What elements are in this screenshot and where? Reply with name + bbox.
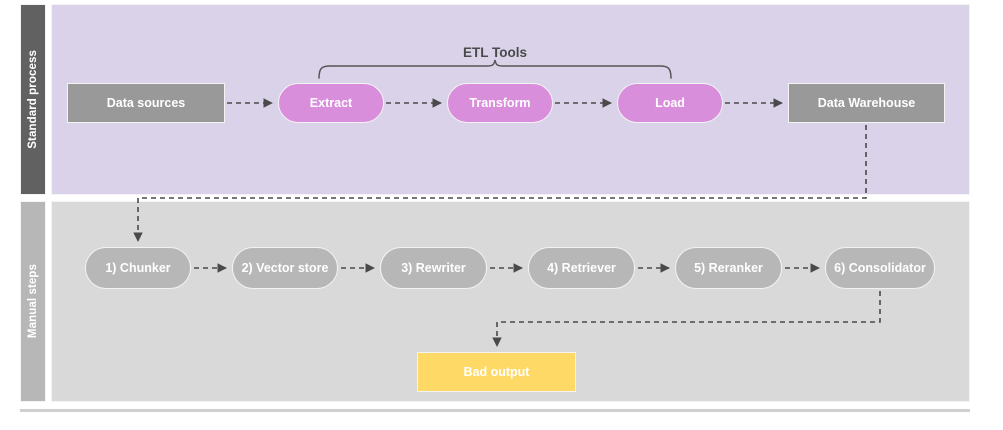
node-reranker[interactable]: 5) Reranker bbox=[675, 247, 782, 289]
node-rewriter[interactable]: 3) Rewriter bbox=[380, 247, 487, 289]
node-data-warehouse[interactable]: Data Warehouse bbox=[788, 83, 945, 123]
node-retriever[interactable]: 4) Retriever bbox=[528, 247, 635, 289]
swimlane-label-standard-process-text: Standard process bbox=[27, 50, 39, 149]
node-load[interactable]: Load bbox=[617, 83, 723, 123]
node-transform[interactable]: Transform bbox=[447, 83, 553, 123]
node-consolidator[interactable]: 6) Consolidator bbox=[825, 247, 935, 289]
bottom-divider bbox=[20, 409, 970, 412]
swimlane-label-standard-process: Standard process bbox=[20, 4, 46, 195]
etl-tools-label: ETL Tools bbox=[463, 45, 527, 60]
swimlane-label-manual-steps-text: Manual steps bbox=[27, 264, 39, 339]
swimlane-label-manual-steps: Manual steps bbox=[20, 201, 46, 402]
node-data-sources[interactable]: Data sources bbox=[67, 83, 225, 123]
node-vector-store[interactable]: 2) Vector store bbox=[232, 247, 338, 289]
node-chunker[interactable]: 1) Chunker bbox=[85, 247, 191, 289]
node-extract[interactable]: Extract bbox=[278, 83, 384, 123]
node-bad-output[interactable]: Bad output bbox=[417, 352, 576, 392]
